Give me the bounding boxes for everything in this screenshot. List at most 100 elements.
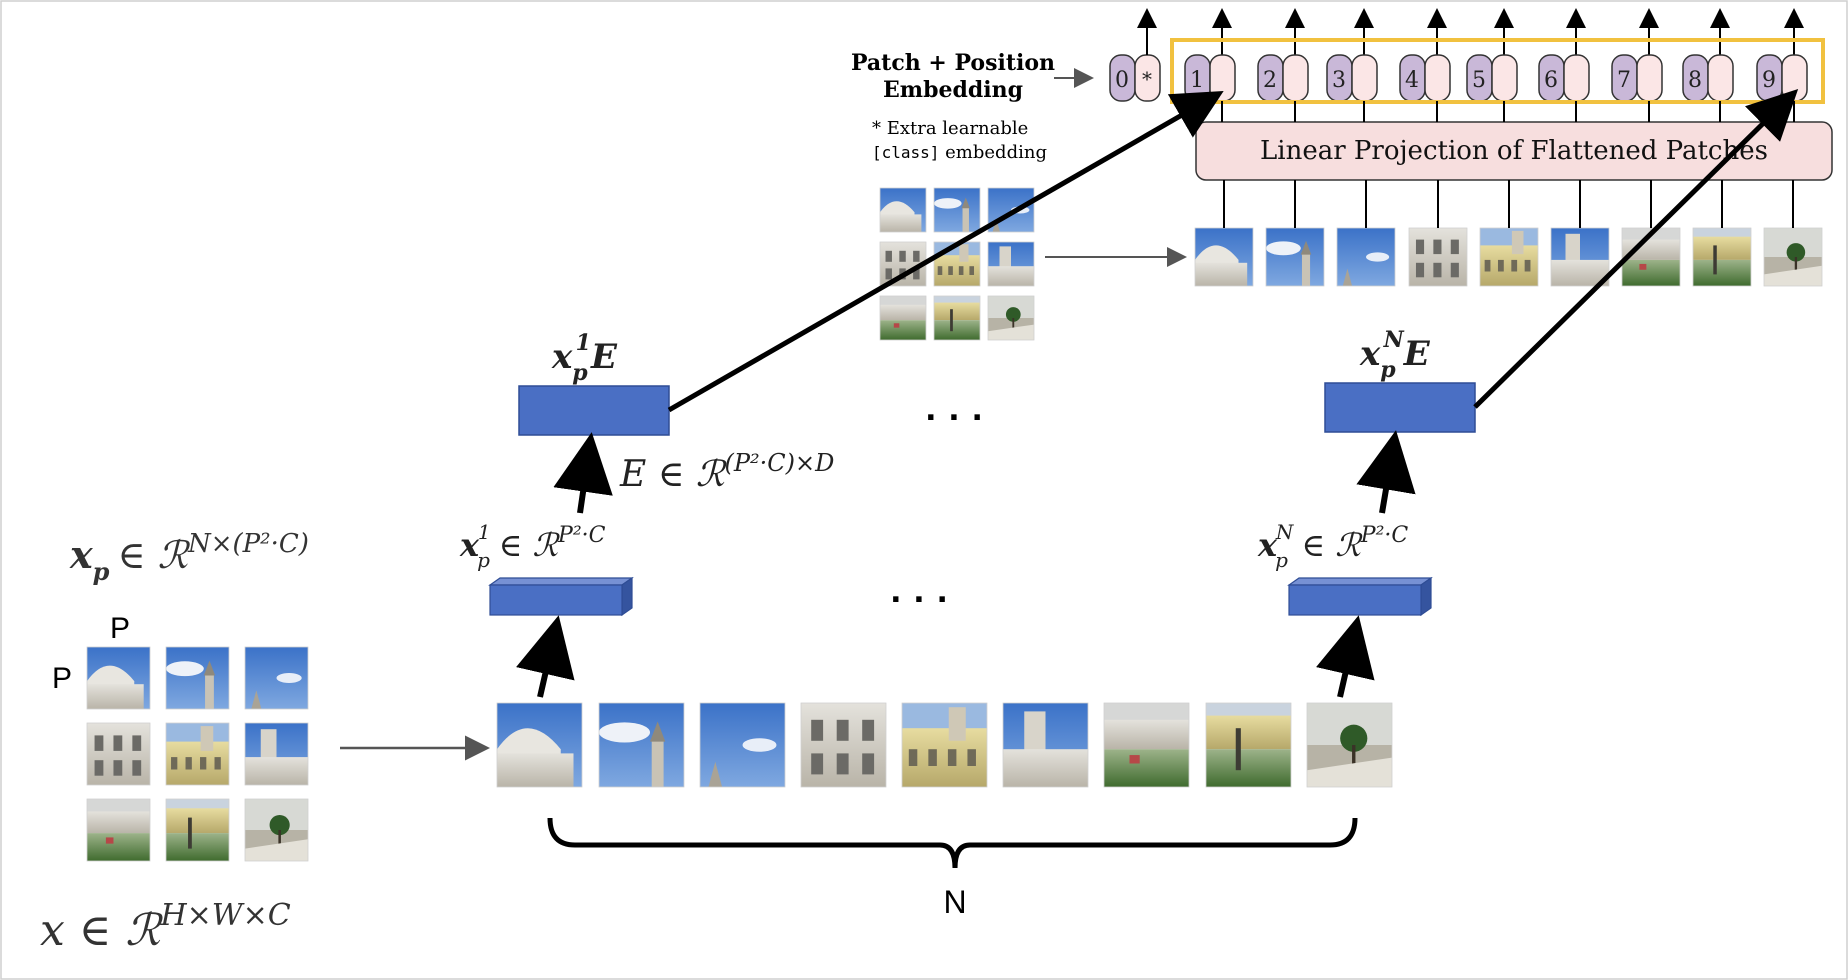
input-grid-patch-5 <box>165 722 230 786</box>
x1pE-box <box>518 385 670 436</box>
patch1-to-x1p-arrow <box>516 615 575 698</box>
x1pE-to-token1-arrow <box>667 91 1224 413</box>
xp-space-label: xp∈ ℛN×(P²·C) <box>69 529 309 586</box>
embedding-label-line2: Embedding <box>883 77 1023 103</box>
input-grid-patch-2 <box>165 646 230 710</box>
sequence-patch-3 <box>699 702 786 788</box>
patch-size-left: P <box>52 662 72 695</box>
top-patch-8 <box>1692 227 1752 287</box>
input-grid-patch-1 <box>86 646 151 710</box>
top-patch-4 <box>1408 227 1468 287</box>
sequence-patch-4 <box>800 702 887 788</box>
patchN-to-xNp-arrow <box>1316 615 1375 698</box>
patch-embedding <box>1707 54 1734 102</box>
patch-embedding <box>1563 54 1590 102</box>
top-patch-2 <box>1265 227 1325 287</box>
input-grid-patch-4 <box>86 722 151 786</box>
patch-token-3: 3 <box>1326 54 1378 102</box>
top-grid-patch-9 <box>987 295 1035 341</box>
patch-embedding <box>1424 54 1451 102</box>
patch-token-6: 6 <box>1538 54 1590 102</box>
input-grid-patch-7 <box>86 798 151 862</box>
top-patch-3 <box>1336 227 1396 287</box>
top-patch-5 <box>1479 227 1539 287</box>
embedding-label-line1: Patch + Position <box>851 50 1055 76</box>
input-grid-patch-9 <box>244 798 309 862</box>
output-arrows <box>1137 8 1804 55</box>
xNp-space-label: xpN∈ ℛP²·C <box>1257 520 1408 572</box>
input-grid-patch-3 <box>244 646 309 710</box>
top-patch-grid <box>879 187 1035 341</box>
patch-token-label: 1 <box>1190 68 1204 93</box>
top-grid-patch-1 <box>879 187 927 233</box>
patch-token-7: 7 <box>1611 54 1663 102</box>
sequence-patch-8 <box>1205 702 1292 788</box>
x1p-to-x1pE-arrow <box>553 432 613 514</box>
ellipsis-lower: · · · <box>890 579 949 621</box>
patch-token-label: 9 <box>1762 68 1776 93</box>
x-space-label: x ∈ ℛH×W×C <box>40 898 291 956</box>
patch-token-5: 5 <box>1466 54 1518 102</box>
ellipsis-upper: · · · <box>925 397 984 439</box>
patch-token-2: 2 <box>1257 54 1309 102</box>
patch-size-top: P <box>110 612 130 645</box>
top-grid-patch-5 <box>933 241 981 287</box>
top-patch-9 <box>1763 227 1823 287</box>
xNp-vector-box <box>1287 576 1433 617</box>
sequence-patch-9 <box>1306 702 1393 788</box>
patch-token-label: 4 <box>1405 68 1419 93</box>
patch-token-label: 8 <box>1688 68 1702 93</box>
E-space-label: E ∈ ℛ(P²·C)×D <box>619 449 834 495</box>
top-patch-6 <box>1550 227 1610 287</box>
input-image-patch-grid <box>86 646 309 862</box>
top-grid-patch-8 <box>933 295 981 341</box>
patch-token-label: 7 <box>1617 68 1631 93</box>
input-grid-patch-6 <box>244 722 309 786</box>
patch-tokens: 1 2 3 4 5 6 7 8 9 <box>1184 54 1808 102</box>
sequence-patch-5 <box>901 702 988 788</box>
sequence-patch-1 <box>496 702 583 788</box>
patch-embedding <box>1282 54 1309 102</box>
patch-token-8: 8 <box>1682 54 1734 102</box>
patch-token-label: 6 <box>1544 68 1558 93</box>
patch-embedding <box>1636 54 1663 102</box>
input-grid-patch-8 <box>165 798 230 862</box>
top-grid-patch-6 <box>987 241 1035 287</box>
embedding-label: Patch + Position Embedding <box>851 50 1055 103</box>
linear-projection-label: Linear Projection of Flattened Patches <box>1260 136 1768 166</box>
sequence-length-N: N <box>943 884 966 920</box>
extra-note-line2: embedding <box>939 142 1047 163</box>
class-token-label: 0 <box>1115 68 1129 93</box>
svg-text:[class] embedding: [class] embedding <box>872 142 1047 163</box>
x1pE-label: xp1E <box>551 330 618 386</box>
x1p-vector-box <box>488 576 634 617</box>
xNp-to-xNpE-arrow <box>1356 430 1416 514</box>
top-grid-patch-2 <box>933 187 981 233</box>
xNpE-label: xpNE <box>1359 327 1431 383</box>
xNpE-box <box>1324 382 1476 433</box>
sequence-brace <box>547 817 1358 869</box>
patch-token-label: 5 <box>1472 68 1486 93</box>
top-flattened-patches <box>1194 227 1823 287</box>
xNpE-to-token9-arrow <box>1473 88 1799 409</box>
top-grid-patch-7 <box>879 295 927 341</box>
flattened-patch-sequence <box>496 702 1393 788</box>
patch-embedding <box>1781 54 1808 102</box>
patch-embedding-highlight <box>1170 38 1825 104</box>
extra-note-code: [class] <box>872 143 939 162</box>
sequence-patch-6 <box>1002 702 1089 788</box>
extra-note-line1: * Extra learnable <box>872 118 1028 139</box>
sequence-patch-2 <box>598 702 685 788</box>
patch-token-label: 3 <box>1332 68 1346 93</box>
top-patch-1 <box>1194 227 1254 287</box>
x1p-space-label: xp1∈ ℛP²·C <box>459 520 606 572</box>
patch-token-9: 9 <box>1756 54 1808 102</box>
linear-projection-box <box>1195 121 1833 181</box>
sequence-patch-7 <box>1103 702 1190 788</box>
class-token: 0 * <box>1109 54 1161 102</box>
patch-embedding <box>1351 54 1378 102</box>
patch-token-1: 1 <box>1184 54 1236 102</box>
patch-token-label: 2 <box>1263 68 1277 93</box>
